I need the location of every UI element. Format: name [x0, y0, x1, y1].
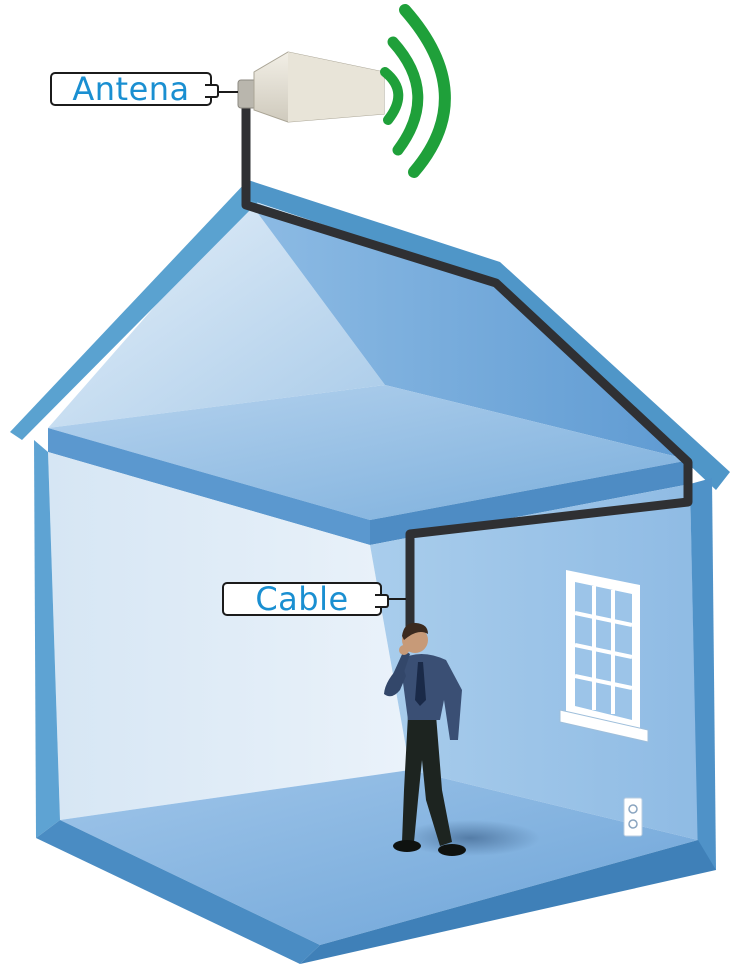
cable-label-pointer — [375, 594, 389, 608]
power-outlet-icon — [624, 798, 642, 836]
antenna-label-pointer — [205, 84, 219, 98]
antenna-label-text: Antena — [72, 70, 189, 108]
antenna-label: Antena — [50, 72, 212, 106]
panel-antenna-icon — [238, 52, 384, 122]
cable-label: Cable — [222, 582, 382, 616]
cable-label-text: Cable — [255, 580, 348, 618]
window-icon — [560, 570, 648, 742]
wireless-signal-icon — [385, 10, 445, 172]
